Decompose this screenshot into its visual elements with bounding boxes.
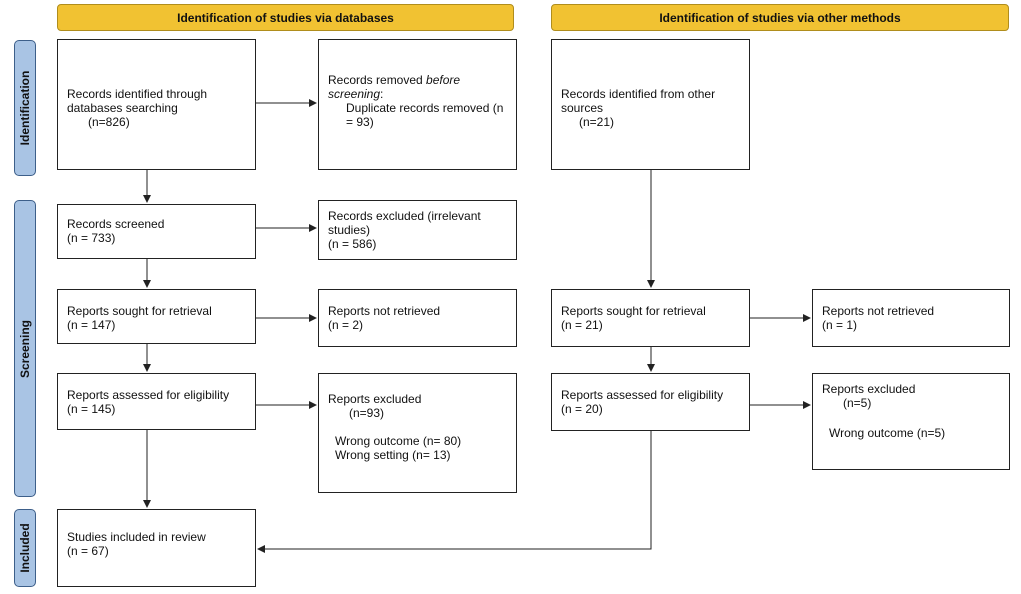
- db-records-excluded-box: Records excluded (irrelevant studies) (n…: [318, 200, 517, 260]
- text: Reports excluded: [822, 382, 916, 396]
- count: (n = 1): [822, 318, 858, 332]
- count: (n = 21): [561, 318, 603, 332]
- arrow-other-assessed-to-included: [257, 431, 652, 553]
- count: (n=21): [579, 115, 615, 129]
- text: Reports not retrieved: [822, 304, 935, 318]
- count: (n = 586): [328, 237, 377, 251]
- other-reports-assessed-box: Reports assessed for eligibility (n = 20…: [551, 373, 750, 431]
- count: (n = 67): [67, 544, 109, 558]
- text: Reports sought for retrieval: [561, 304, 706, 318]
- reason: Wrong outcome (n=5): [829, 426, 946, 440]
- reason: Wrong setting (n= 13): [335, 448, 451, 462]
- text: Records screened: [67, 217, 165, 231]
- reason: Wrong outcome (n= 80): [335, 434, 462, 448]
- count: (n = 147): [67, 318, 116, 332]
- db-reports-excluded-box: Reports excluded (n=93) Wrong outcome (n…: [318, 373, 517, 493]
- db-reports-sought-box: Reports sought for retrieval (n = 147): [57, 289, 256, 344]
- db-reports-assessed-box: Reports assessed for eligibility (n = 14…: [57, 373, 256, 430]
- phase-identification: Identification: [14, 40, 36, 176]
- count: (n = 733): [67, 231, 116, 245]
- text: Reports not retrieved: [328, 304, 441, 318]
- text: Reports excluded: [328, 392, 422, 406]
- text: databases searching: [67, 101, 178, 115]
- text: Duplicate records removed (n: [346, 101, 504, 115]
- count: (n=5): [843, 396, 872, 410]
- count: (n = 20): [561, 402, 603, 416]
- db-studies-included-box: Studies included in review (n = 67): [57, 509, 256, 587]
- db-reports-not-retrieved-box: Reports not retrieved (n = 2): [318, 289, 517, 347]
- text: studies): [328, 223, 371, 237]
- text: Records excluded (irrelevant: [328, 209, 481, 223]
- phase-screening: Screening: [14, 200, 36, 497]
- other-records-identified-box: Records identified from other sources (n…: [551, 39, 750, 170]
- other-reports-sought-box: Reports sought for retrieval (n = 21): [551, 289, 750, 347]
- text: Records identified through: [67, 87, 208, 101]
- text: sources: [561, 101, 604, 115]
- phase-included: Included: [14, 509, 36, 587]
- db-records-screened-box: Records screened (n = 733): [57, 204, 256, 259]
- db-records-identified-box: Records identified through databases sea…: [57, 39, 256, 170]
- text: Studies included in review: [67, 530, 206, 544]
- count: (n=826): [88, 115, 130, 129]
- header-other-methods: Identification of studies via other meth…: [551, 4, 1009, 31]
- other-reports-not-retrieved-box: Reports not retrieved (n = 1): [812, 289, 1010, 347]
- count: = 93): [346, 115, 374, 129]
- db-records-removed-box: Records removed before screening: Duplic…: [318, 39, 517, 170]
- text: Records identified from other: [561, 87, 716, 101]
- text: Reports assessed for eligibility: [561, 388, 724, 402]
- text: Reports assessed for eligibility: [67, 388, 230, 402]
- count: (n=93): [349, 406, 385, 420]
- text: screening:: [328, 87, 384, 101]
- text: Records removed before: [328, 73, 461, 87]
- other-reports-excluded-box: Reports excluded (n=5) Wrong outcome (n=…: [812, 373, 1010, 470]
- count: (n = 2): [328, 318, 364, 332]
- header-databases: Identification of studies via databases: [57, 4, 514, 31]
- count: (n = 145): [67, 402, 116, 416]
- text: Reports sought for retrieval: [67, 304, 212, 318]
